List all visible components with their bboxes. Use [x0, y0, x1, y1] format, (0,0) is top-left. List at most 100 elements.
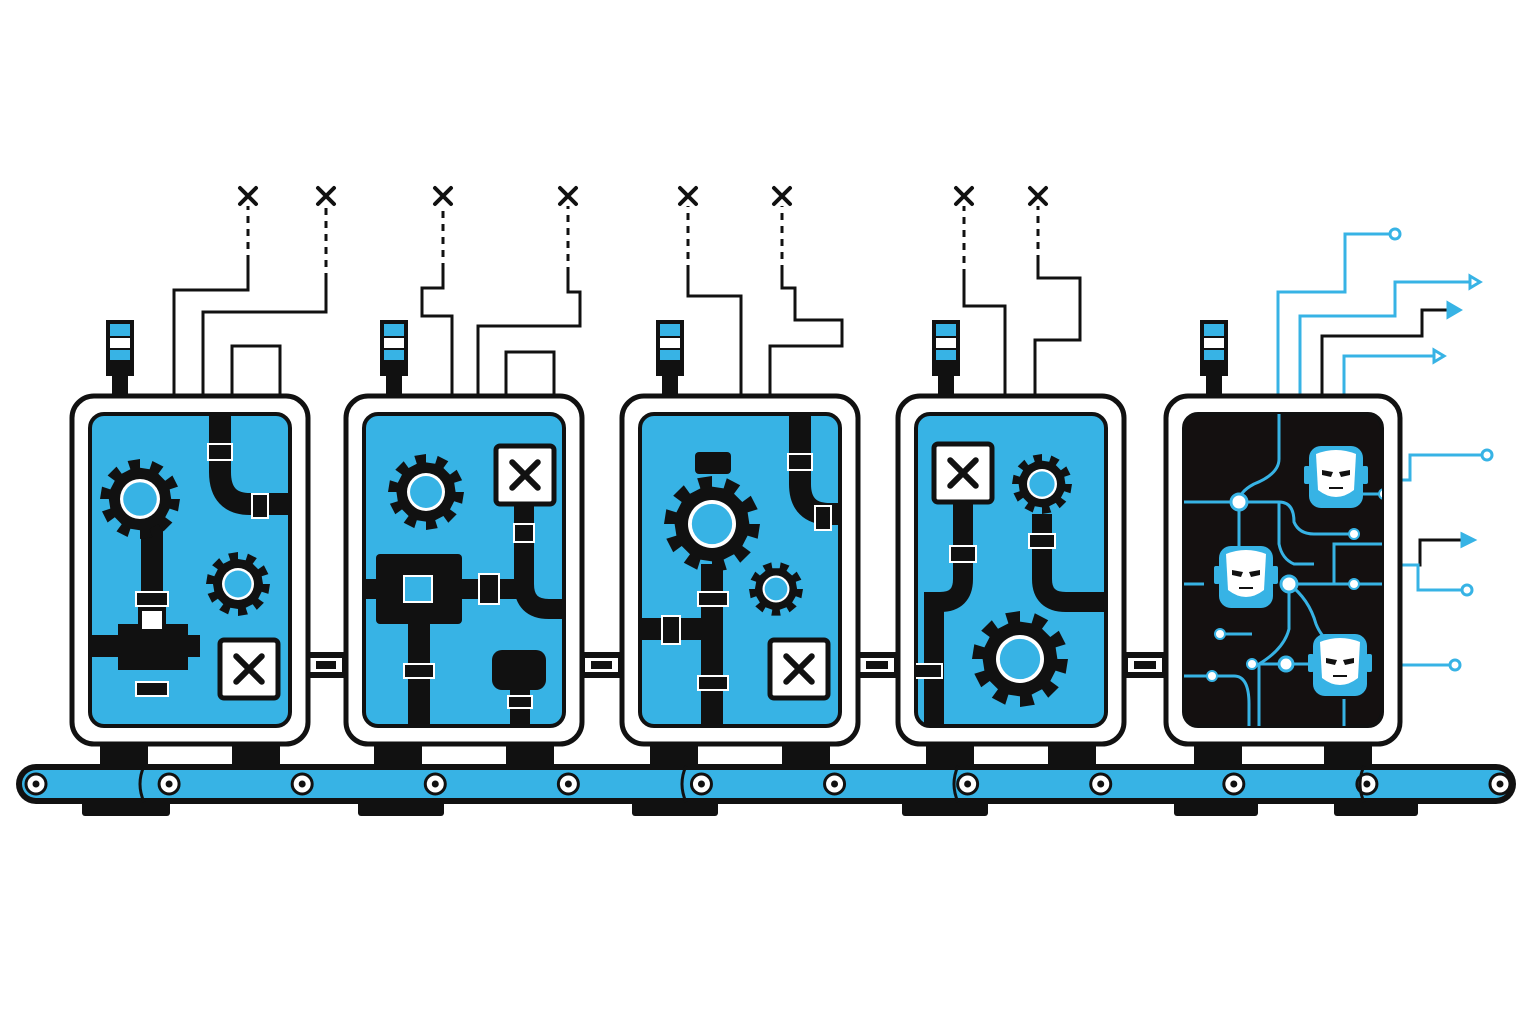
pipe-coupling [697, 675, 729, 691]
output-line-3 [1320, 308, 1448, 398]
circuit-trace [1277, 502, 1314, 566]
output-line-1 [1276, 232, 1390, 398]
pipe-coupling [135, 591, 169, 607]
conveyor-roller [24, 772, 48, 796]
conveyor-belt [16, 764, 1516, 816]
cross-icon [558, 186, 578, 206]
circuit-node [1378, 488, 1382, 500]
error-box-icon [767, 637, 831, 701]
pipe [209, 414, 290, 515]
pipe-coupling [787, 453, 813, 471]
conveyor-roller [956, 772, 980, 796]
pipe-coupling [949, 545, 977, 563]
circuit-trace [1184, 674, 1251, 726]
mechanism-group [916, 441, 1106, 726]
cross-icon [316, 186, 336, 206]
wire-m3-a [686, 272, 743, 398]
circuit-node [1279, 574, 1299, 594]
output-line-2 [1298, 280, 1470, 398]
circuit-node [1348, 528, 1360, 540]
error-box-icon [493, 443, 557, 507]
output-line-7 [1400, 563, 1462, 592]
circuit-node [1206, 670, 1218, 682]
conveyor-roller [1488, 772, 1512, 796]
circuit-trace [1289, 542, 1382, 586]
cross-icon [954, 186, 974, 206]
conveyor-roller [1089, 772, 1113, 796]
conveyor-roller [689, 772, 713, 796]
mechanism-group [1184, 414, 1382, 726]
gear-icon [664, 476, 760, 572]
pipe-coupling [513, 523, 535, 543]
circuit-node [1229, 492, 1249, 512]
belt-joint [138, 765, 146, 803]
failed-outputs [238, 186, 1048, 206]
pipe-coupling [661, 615, 681, 645]
pipe-coupling [1028, 533, 1056, 549]
robot-head-icon [1214, 546, 1278, 608]
conveyor-roller [1355, 772, 1379, 796]
mechanism-group [640, 414, 840, 726]
circuit-node [1214, 628, 1226, 640]
machine-4 [895, 320, 1127, 764]
signal-tower-icon [106, 320, 134, 394]
cross-icon [238, 186, 258, 206]
wire-m4-a [962, 276, 1007, 398]
arrow-icon [1460, 531, 1478, 549]
conveyor-roller [290, 772, 314, 796]
wire-m4-b [1033, 262, 1082, 398]
gear-icon [388, 454, 464, 530]
output-node-1 [1388, 227, 1402, 241]
pipe-coupling [697, 591, 729, 607]
arrow-icon [1432, 347, 1447, 365]
robot-head-icon [1304, 446, 1368, 508]
belt-surface [22, 770, 1510, 798]
machine-1 [69, 320, 311, 764]
conveyor-roller [556, 772, 580, 796]
pipe-coupling [403, 663, 435, 679]
gear-icon [1012, 454, 1072, 514]
wire-m3-b [768, 272, 844, 398]
wire-m2-b [476, 274, 582, 398]
output-line-4 [1342, 354, 1434, 398]
cross-icon [1028, 186, 1048, 206]
gear-icon [206, 552, 270, 616]
belt-joint [680, 765, 688, 803]
output-wires [172, 206, 1082, 398]
cross-icon [772, 186, 792, 206]
wire-m1-a [172, 262, 250, 398]
gear-icon [100, 459, 180, 539]
pipe-coupling [251, 493, 269, 519]
gear-icon [972, 611, 1068, 707]
belt-joint [952, 765, 960, 803]
wire-m1-b [201, 280, 328, 398]
signal-tower-icon [1200, 320, 1228, 394]
signal-tower-icon [656, 320, 684, 394]
cross-icon [433, 186, 453, 206]
circuit-node [1277, 655, 1295, 673]
machines [69, 320, 1403, 764]
pipe-coupling [478, 573, 500, 605]
belt-joint [1358, 765, 1366, 803]
machine-3 [619, 320, 861, 764]
output-node-7 [1460, 583, 1474, 597]
arrow-icon [1446, 300, 1463, 320]
machine-2 [343, 320, 585, 764]
pipe [1032, 514, 1106, 612]
wire-m2-loop [504, 350, 556, 398]
pipe-coupling [135, 681, 169, 697]
pipe [924, 502, 973, 726]
wire-m2-a [420, 270, 454, 398]
conveyor-roller [423, 772, 447, 796]
signal-tower-icon [380, 320, 408, 394]
signal-tower-icon [932, 320, 960, 394]
cross-icon [678, 186, 698, 206]
conveyor-roller [823, 772, 847, 796]
conveyor-roller [1222, 772, 1246, 796]
robot-head-icon [1308, 634, 1372, 696]
arrow-icon [1468, 273, 1483, 291]
output-node-8 [1448, 658, 1462, 672]
mechanism-group [90, 414, 290, 701]
gear-icon [749, 562, 803, 616]
